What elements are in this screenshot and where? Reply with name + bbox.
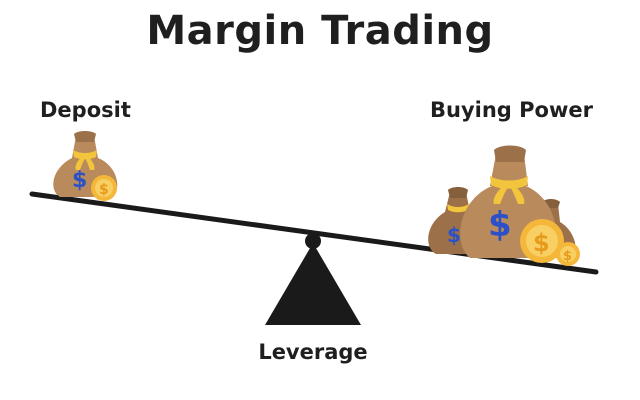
fulcrum-triangle-icon [265,233,361,325]
deposit-label: Deposit [40,98,131,122]
money-bag-icon: $ $ [53,131,118,201]
svg-text:$: $ [563,249,572,264]
svg-text:$: $ [533,229,550,257]
dollar-coin-icon: $ [520,219,564,263]
page-title: Margin Trading [146,8,494,54]
leverage-label: Leverage [258,340,368,364]
money-bags-icon: $ $ $ $ [428,145,580,266]
svg-text:$: $ [99,182,109,198]
svg-text:$: $ [488,205,512,245]
svg-text:$: $ [447,223,461,247]
dollar-coin-icon: $ [556,242,580,266]
svg-text:$: $ [72,168,87,193]
buying-power-label: Buying Power [430,98,593,122]
seesaw-beam [29,191,599,275]
dollar-coin-icon: $ [91,175,117,201]
